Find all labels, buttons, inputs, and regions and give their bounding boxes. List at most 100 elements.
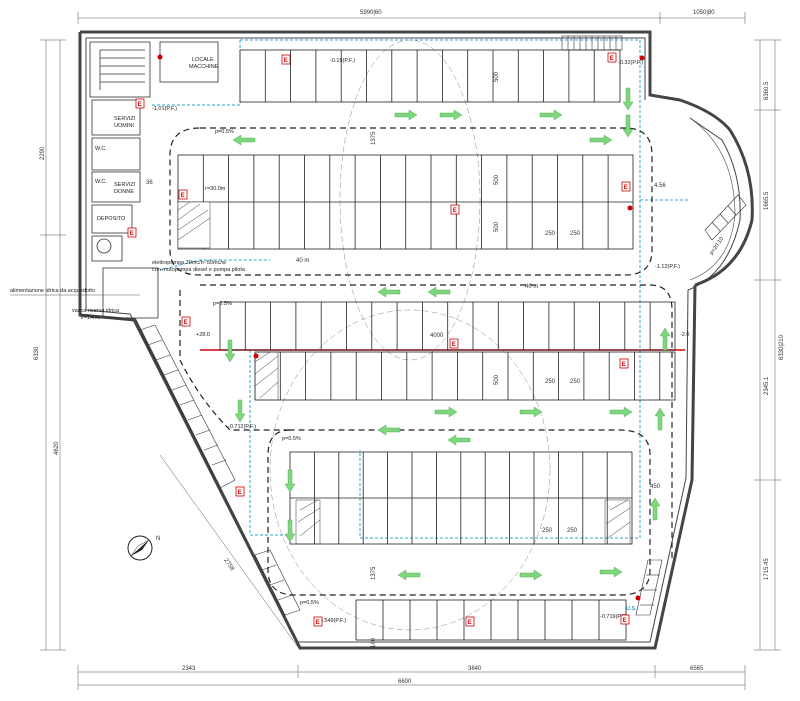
e-marker-label: E [610,56,614,62]
vasca-note-2: V=14mc [80,315,101,321]
red-dots [157,54,645,601]
dim-bottom-total: 6600 [398,679,412,685]
room-donne-1: SERVIZI [114,182,136,188]
e-marker-label: E [181,193,185,199]
slope-1: p=0.5% [215,129,234,135]
e-marker-box [313,616,323,627]
room-deposito: DEPOSITO [97,216,126,222]
dim-140: 140 [371,637,377,648]
hatched-bays [177,201,631,545]
direction-arrow-icon [519,569,543,581]
room-wc2: W.C. [95,179,107,185]
direction-arrow-icon [232,134,256,146]
span-4000: 4000 [430,333,444,339]
e-marker-label: E [623,618,627,624]
e-marker-label: E [238,490,242,496]
e-marker-label: E [284,58,288,64]
direction-arrow-icon [599,566,623,578]
building-walls [78,30,754,650]
e-marker-label: E [624,185,628,191]
direction-arrow-icon [377,424,401,436]
water-tank-icon [96,238,112,254]
e-marker-box [178,189,188,200]
level-7: -0.549(P.F.) [318,618,346,624]
slope-2: p=0.5% [213,301,232,307]
direction-arrow-icon [224,339,236,363]
e-marker-box [465,616,475,627]
slope-3: p=0.5% [282,436,301,442]
us-label: U.S. [626,606,637,612]
dim-250-6: 250 [567,528,578,534]
dim-bottom-right: 6565 [690,666,704,672]
direction-arrow-icon [394,109,418,121]
direction-arrows [224,87,671,581]
dim-top-main: 5990|60 [360,10,382,16]
room-uomini-1: SERVIZI [114,116,136,122]
e-marker-box [621,181,631,192]
direction-arrow-icon [622,87,634,111]
stairs [139,35,747,616]
dim-500-3: 500 [494,221,500,232]
e-marker-box [620,614,630,625]
e-marker-box [127,227,137,238]
north-arrow-icon [127,535,153,561]
room-locale-1: LOCALE [192,57,214,63]
dim-right-c: 6330|210 [779,334,785,360]
room-donne-2: DONNE [114,189,134,195]
dim-250-4: 250 [570,379,581,385]
direction-arrow-icon [434,406,458,418]
level-5: -1.12(P.F.) [655,264,680,270]
dim-right-e: 1715.45 [764,558,770,580]
dim-bottom-left: 2343 [182,666,196,672]
inner-walls [85,37,741,643]
north-label: N [156,536,160,542]
direction-arrow-icon [439,109,463,121]
dim-1375-1: 1375 [371,131,377,145]
dim-500-4: 500 [494,374,500,385]
dim-left-total: 6330 [34,346,40,360]
dim-456: 4.56 [654,183,666,189]
pump-note-1: elettropompa 30mc/h~50mc/w [152,260,226,266]
vasca-note-1: vasca riserva idrica [72,308,120,314]
dim-250-3: 250 [545,379,556,385]
direction-arrow-icon [622,114,634,138]
e-marker-label: E [453,208,457,214]
e-marker-label: E [130,231,134,237]
dim-left-bottom: 4620 [54,441,60,455]
e-marker-box [449,338,459,349]
service-rooms [89,41,219,319]
direction-arrow-icon [659,327,671,351]
dim-right-b: 1665.5 [764,191,770,210]
room-uomini-2: UOMINI [114,123,134,129]
slope-4: p=0.5% [300,600,319,606]
direction-arrow-icon [609,406,633,418]
level-4: -1.01(P.F.) [152,106,177,112]
dim-top-right: 1050|80 [693,10,715,16]
direction-arrow-icon [377,286,401,298]
dimension-lines [40,12,781,690]
fire-hydrant-line [150,39,690,539]
dim-36: 36 [146,180,153,186]
e-marker-label: E [622,362,626,368]
level-9: +28.0 [196,332,210,338]
e-marker-box [181,316,191,327]
dim-250-5: 250 [542,528,553,534]
direction-arrow-icon [649,497,661,521]
level-6: -0.712(P.F.) [228,424,256,430]
direction-arrow-icon [284,519,296,543]
e-marker-label: E [184,320,188,326]
direction-arrow-icon [654,407,666,431]
direction-arrow-icon [397,569,421,581]
dim-250-1: 250 [545,231,556,237]
parking-rows [177,49,676,641]
dim-right-d: 2345.1 [764,376,770,395]
direction-arrow-icon [589,134,613,146]
direction-arrow-icon [539,109,563,121]
dim-bottom-mid: 3840 [468,666,482,672]
dim-500-2: 500 [494,174,500,185]
driving-lanes [169,127,673,596]
dim-diag: 2758 [222,558,235,573]
direction-arrow-icon [519,406,543,418]
